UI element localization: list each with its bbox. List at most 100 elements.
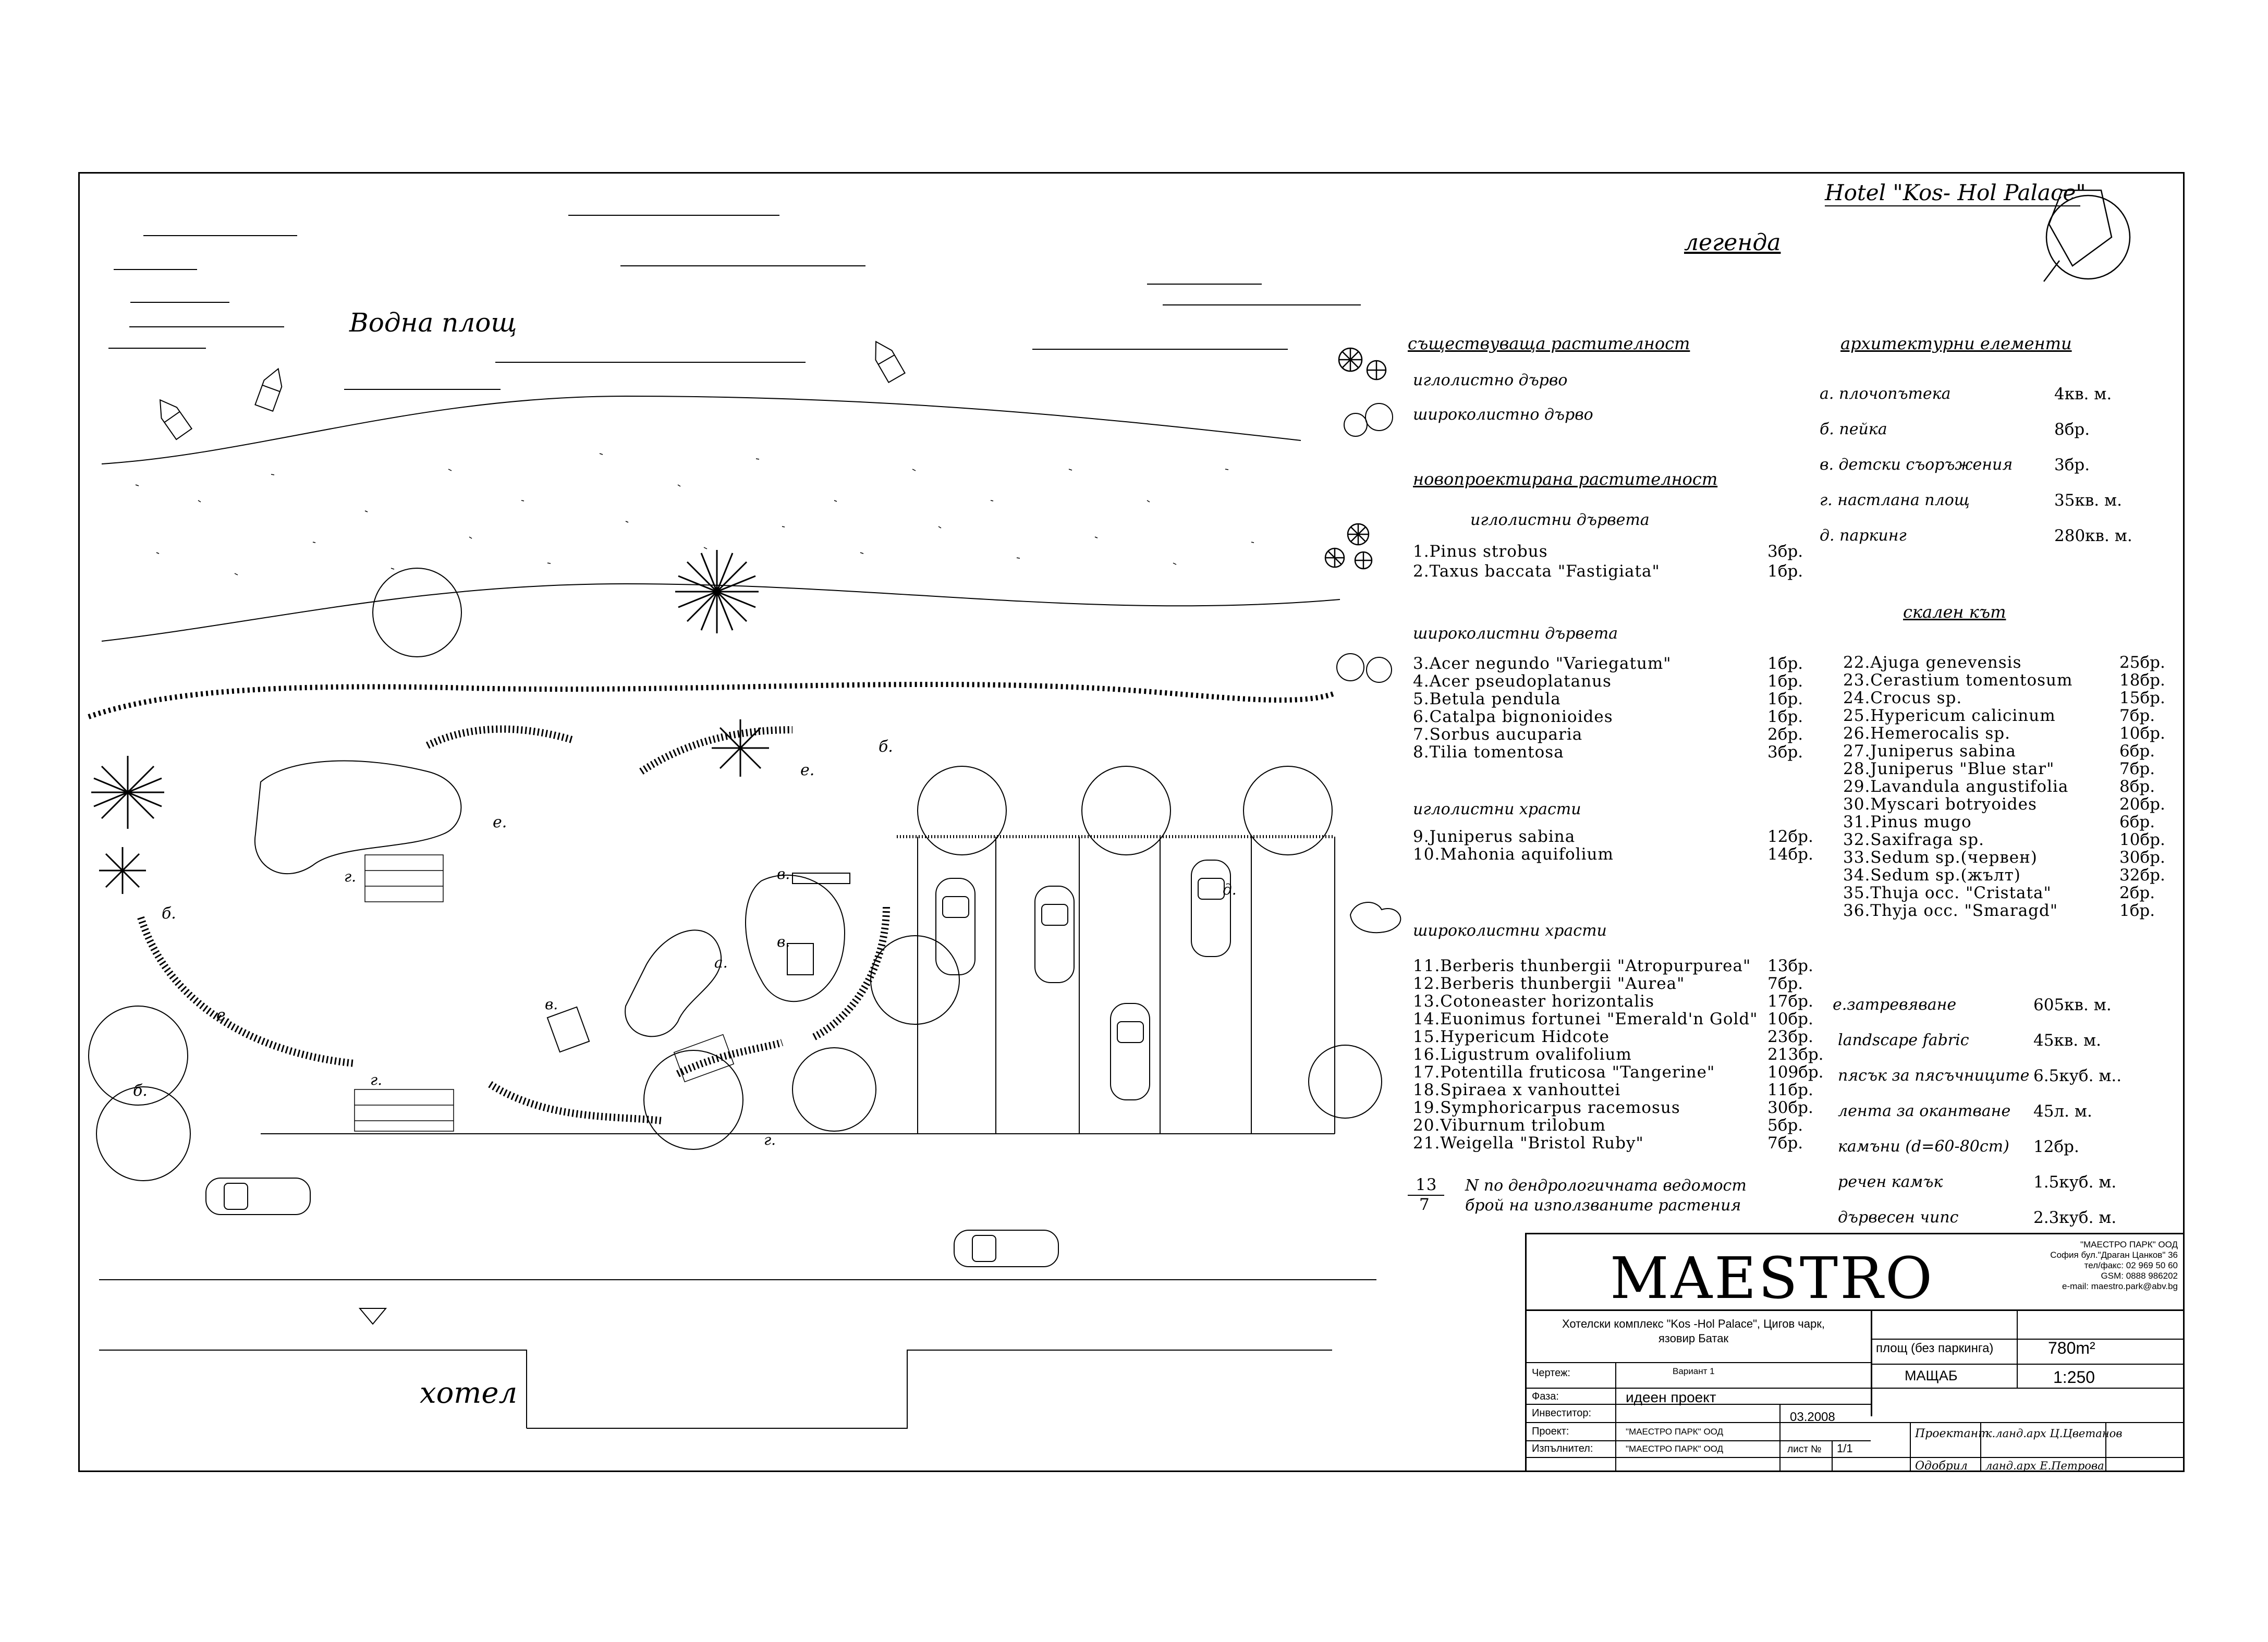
plan-mark-v2: в. [777, 933, 790, 950]
qty-19: 30бр. [1767, 1098, 1813, 1117]
arch-qty-g: 35кв. м. [2054, 491, 2122, 510]
rock-item-25: 25.Hypericum calicinum [1843, 706, 2056, 725]
rock-item-31: 31.Pinus mugo [1843, 813, 1972, 831]
deciduous-tree-p5 [792, 1047, 876, 1132]
conifer-tree-left [91, 756, 164, 829]
legend-conifer-symbol-2-icon [1366, 360, 1387, 381]
north-arrow-icon [2043, 189, 2131, 282]
car-6 [954, 1230, 1059, 1267]
legend-deciduous-symbol-icon [1344, 403, 1393, 437]
sheet-label: лист № [1787, 1444, 1822, 1455]
material-item: е.затревяване [1833, 996, 1957, 1014]
executor-label: Изпълнител: [1532, 1443, 1593, 1454]
plan-mark-b2: б. [133, 1082, 148, 1100]
boat-1 [159, 399, 193, 440]
company-line: GSM: 0888 986202 [2101, 1271, 2178, 1281]
plan-mark-e3: е. [216, 1006, 231, 1024]
material-item: лента за окантване [1838, 1102, 2011, 1120]
plan-mark-b1: б. [162, 904, 176, 923]
qty-6: 1бр. [1767, 707, 1803, 726]
group-title: широколистни дървета [1413, 624, 1618, 643]
scale-label: МАЩАБ [1905, 1368, 1958, 1383]
legend-shrub-icon [1349, 902, 1401, 934]
rock-item-36: 36.Thyja occ. "Smaragd" [1843, 901, 2058, 920]
deciduous-tree-p2 [1081, 766, 1171, 855]
rock-item-34: 34.Sedum sp.(жълт) [1843, 866, 2021, 885]
parking-lot [261, 835, 1335, 1134]
deciduous-tree-p9 [1308, 1045, 1382, 1119]
rock-qty-30: 20бр. [2119, 795, 2165, 814]
plant-18: 18.Spiraea x vanhouttei [1413, 1081, 1621, 1099]
note-fraction-line [1408, 1195, 1444, 1196]
group-title: иглолистни храсти [1413, 800, 1581, 818]
plant-8: 8.Tilia tomentosa [1413, 743, 1564, 762]
shoreline-lower [101, 583, 1340, 642]
rock-qty-34: 32бр. [2119, 866, 2165, 885]
rock-item-22: 22.Ajuga genevensis [1843, 653, 2022, 672]
deciduous-tree-p1 [917, 766, 1007, 855]
material-qty: 45л. м. [2033, 1102, 2092, 1121]
rock-qty-29: 8бр. [2119, 777, 2155, 796]
material-qty: 6.5куб. м.. [2033, 1067, 2122, 1085]
drawing-value: Вариант 1 [1673, 1366, 1715, 1376]
project-label: Проект: [1532, 1426, 1569, 1437]
plant-12: 12.Berberis thunbergii "Aurea" [1413, 974, 1685, 993]
rock-qty-24: 15бр. [2119, 689, 2165, 707]
plant-14: 14.Euonimus fortunei "Emerald'n Gold" [1413, 1010, 1758, 1028]
hedge-edge [88, 681, 1336, 719]
company-logo: MAESTRO [1610, 1245, 1935, 1312]
rock-garden [254, 760, 462, 875]
note-line-1: N по дендрологичната ведомост [1465, 1177, 1747, 1195]
arch-qty-d: 280кв. м. [2054, 526, 2132, 545]
phase-value: идеен проект [1626, 1389, 1716, 1405]
company-line: тел/факс: 02 969 50 60 [2084, 1260, 2178, 1270]
rock-item-28: 28.Juniperus "Blue star" [1843, 759, 2055, 778]
hotel-outline [99, 1350, 1332, 1429]
plan-mark-e2: е. [800, 761, 815, 779]
rock-qty-28: 7бр. [2119, 759, 2155, 778]
car-3 [1191, 860, 1231, 957]
hedge-arc-play [811, 906, 890, 1041]
plan-mark-g1: г. [344, 868, 357, 885]
deciduous-tree-p3 [1243, 766, 1333, 855]
material-qty: 12бр. [2033, 1137, 2079, 1156]
rock-qty-23: 18бр. [2119, 671, 2165, 690]
play-equipment-2 [787, 943, 814, 975]
play-equipment-1 [546, 1006, 590, 1053]
material-qty: 605кв. м. [2033, 996, 2112, 1014]
hedge-arc-upper-left [425, 725, 575, 749]
legend-title: легенда [1684, 229, 1781, 256]
entrance-triangle-icon [358, 1308, 387, 1325]
qty-11: 13бр. [1767, 957, 1813, 975]
arch-qty-b: 8бр. [2054, 420, 2090, 439]
material-qty: 2.3куб. м. [2033, 1208, 2117, 1227]
sheet-value: 1/1 [1837, 1442, 1853, 1455]
arch-item-b: б. пейка [1820, 420, 1887, 438]
qty-20: 5бр. [1767, 1116, 1803, 1135]
legend-new-deciduous-icon [1336, 653, 1392, 683]
legend-conifer-symbol-icon [1338, 347, 1363, 372]
legend-new-conifer-icon [1324, 523, 1373, 570]
plant-16: 16.Ligustrum ovalifolium [1413, 1045, 1632, 1064]
rock-item-33: 33.Sedum sp.(червен) [1843, 848, 2038, 867]
qty-4: 1бр. [1767, 672, 1803, 691]
material-item: камъни (d=60-80cm) [1838, 1137, 2009, 1156]
rock-item-24: 24.Crocus sp. [1843, 689, 1962, 707]
rock-qty-35: 2бр. [2119, 884, 2155, 902]
rock-title: скален кът [1903, 602, 2006, 622]
rock-item-26: 26.Hemerocalis sp. [1843, 724, 2010, 743]
rock-item-27: 27.Juniperus sabina [1843, 742, 2016, 761]
project-value: "МАЕСТРО ПАРК" ООД [1626, 1427, 1724, 1437]
arch-qty-a: 4кв. м. [2054, 385, 2112, 403]
area-label: площ (без паркинга) [1876, 1341, 1994, 1355]
qty-12: 7бр. [1767, 974, 1803, 993]
material-qty: 1.5куб. м. [2033, 1173, 2117, 1192]
note-line-2: брой на използваните растения [1465, 1196, 1741, 1215]
group-title: иглолистни дървета [1470, 511, 1650, 529]
hotel-label: хотел [420, 1376, 518, 1410]
plan-mark-d: д. [1223, 881, 1237, 898]
rock-item-29: 29.Lavandula angustifolia [1843, 777, 2069, 796]
company-line: e-mail: maestro.park@abv.bg [2062, 1281, 2178, 1291]
plant-19: 19.Symphoricarpus racemosus [1413, 1098, 1680, 1117]
plant-2: 2.Taxus baccata "Fastigiata" [1413, 562, 1660, 581]
